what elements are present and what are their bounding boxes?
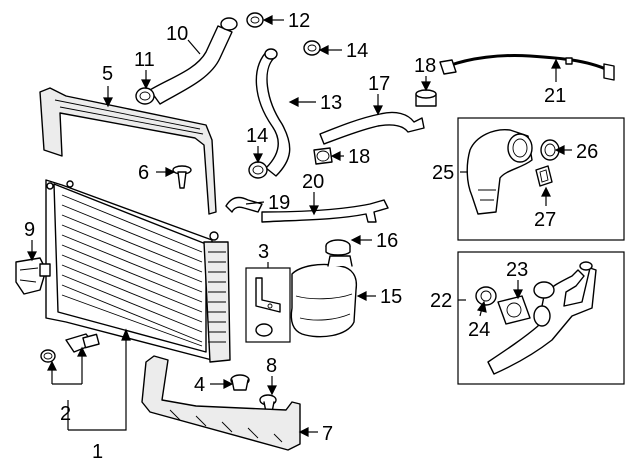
part-hose-19 <box>225 196 263 213</box>
callout-1: 1 <box>92 441 103 463</box>
callout-22: 22 <box>430 290 452 312</box>
callout-19: 19 <box>268 192 290 214</box>
callout-18-left: 18 <box>348 146 370 168</box>
callout-14-upper: 14 <box>346 40 368 62</box>
callout-16: 16 <box>376 230 398 252</box>
part-inlet-gasket <box>497 295 531 325</box>
callout-9: 9 <box>24 219 35 241</box>
callout-2: 2 <box>60 403 71 425</box>
part-bracket <box>255 277 281 337</box>
part-clamp-14-upper <box>303 40 321 56</box>
part-sensor <box>15 257 51 295</box>
part-push-pin <box>172 165 192 189</box>
callout-25: 25 <box>432 162 454 184</box>
part-inlet-thermostat <box>475 286 497 306</box>
callout-17: 17 <box>368 73 390 95</box>
callout-14-lower: 14 <box>246 125 268 147</box>
part-clamp-18-left <box>313 147 333 165</box>
leader-lines <box>27 15 572 437</box>
part-upper-hose <box>149 17 238 105</box>
group-box-outlet <box>457 117 625 241</box>
part-inlet-housing <box>487 261 597 375</box>
callout-10: 10 <box>166 23 188 45</box>
part-clamp-14-lower <box>248 161 268 179</box>
callout-7: 7 <box>322 423 333 445</box>
part-vent-hose <box>439 54 615 81</box>
part-lower-deflector <box>141 355 301 451</box>
callout-26: 26 <box>576 141 598 163</box>
callout-4: 4 <box>194 374 205 396</box>
callout-15: 15 <box>380 286 402 308</box>
part-heater-hose-17 <box>319 111 425 145</box>
callout-5: 5 <box>102 63 113 85</box>
part-clamp-12 <box>246 12 264 28</box>
callout-labels: 1 2 3 4 5 6 7 8 9 10 11 12 13 14 14 15 1… <box>24 10 598 463</box>
callout-21: 21 <box>544 85 566 107</box>
part-drain-plug <box>40 333 100 363</box>
part-grommet <box>230 374 250 391</box>
part-hose-20 <box>261 199 389 223</box>
callout-8: 8 <box>266 355 277 377</box>
part-outlet-housing <box>466 129 533 215</box>
part-lower-hose <box>255 48 291 177</box>
callout-11: 11 <box>134 49 155 71</box>
group-box-inlet <box>457 251 625 385</box>
callout-6: 6 <box>138 162 149 184</box>
part-clamp-18-right <box>415 89 437 107</box>
callout-13: 13 <box>320 92 342 114</box>
callout-24: 24 <box>468 319 490 341</box>
callout-20: 20 <box>302 171 324 193</box>
callout-3: 3 <box>258 241 269 263</box>
part-reservoir <box>290 255 358 338</box>
callout-23: 23 <box>506 259 528 281</box>
part-air-baffle <box>39 87 217 215</box>
part-radiator <box>45 179 231 363</box>
part-outlet-gasket <box>535 165 553 187</box>
part-clamp-11 <box>135 87 155 105</box>
callout-18-right: 18 <box>414 55 436 77</box>
part-reservoir-cap <box>325 239 351 256</box>
callout-27: 27 <box>534 209 556 231</box>
callout-12: 12 <box>288 10 310 32</box>
